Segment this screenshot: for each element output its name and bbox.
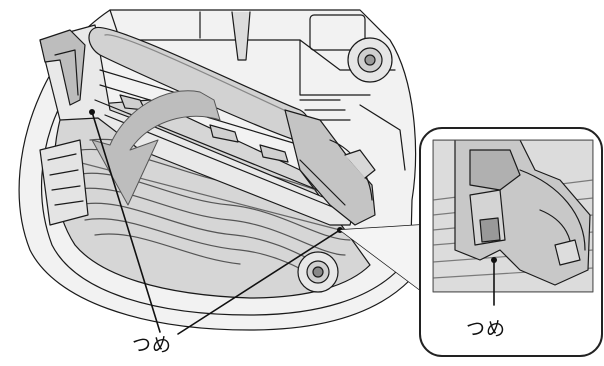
claw-label-inset: つめ <box>466 320 506 339</box>
claw-label-main: つめ <box>132 336 172 355</box>
inset-zoom-panel <box>420 128 602 356</box>
